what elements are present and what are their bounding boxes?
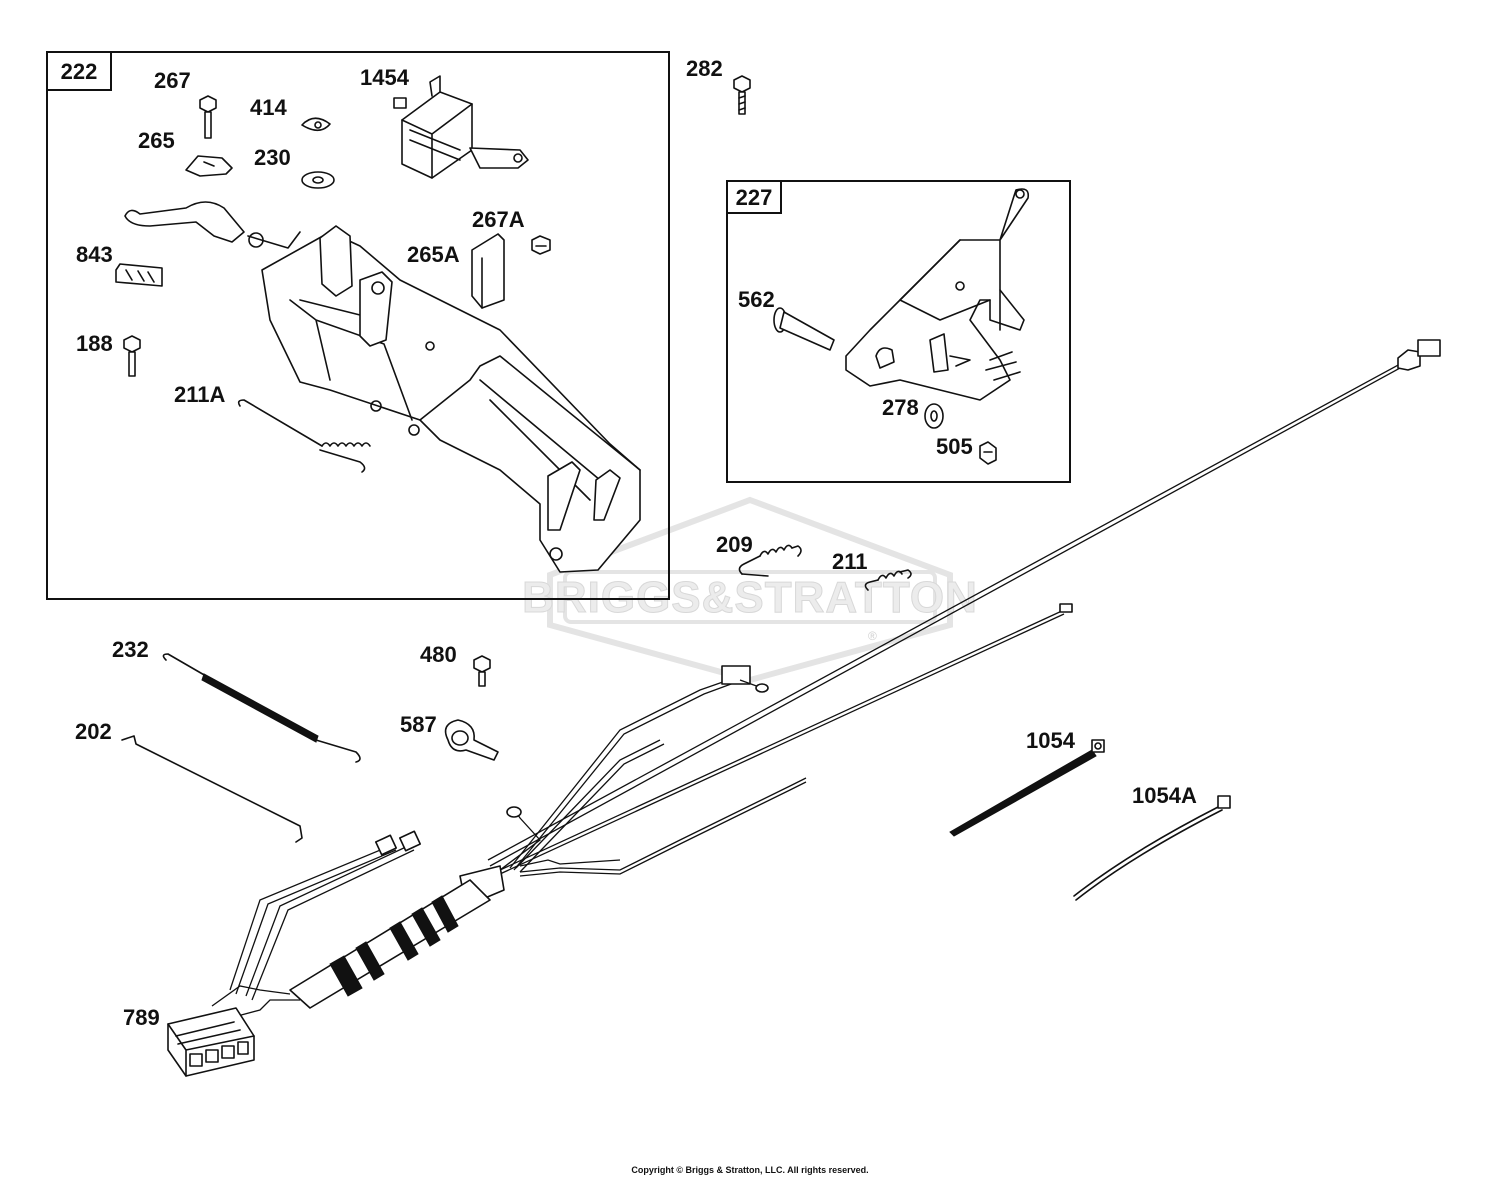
- part-188-bolt: [123, 335, 141, 377]
- callout-414: 414: [250, 95, 287, 120]
- part-414-clip: [301, 117, 331, 132]
- callout-202: 202: [75, 719, 112, 744]
- callout-265A: 265A: [407, 242, 460, 267]
- watermark-registered: ®: [868, 629, 877, 643]
- callout-230: 230: [254, 145, 291, 170]
- part-267A-nut: [531, 235, 551, 255]
- callout-265: 265: [138, 128, 175, 153]
- part-202-rod: [121, 735, 303, 843]
- part-211-spring: [864, 569, 912, 591]
- part-1454-switch: [393, 75, 529, 179]
- callout-211: 211: [832, 549, 868, 574]
- part-265-bracket: [185, 155, 233, 177]
- callout-587: 587: [400, 712, 437, 737]
- callout-278: 278: [882, 395, 919, 420]
- part-211A-spring: [237, 399, 371, 473]
- part-232-spring: [162, 653, 361, 763]
- part-209-spring: [738, 544, 802, 577]
- callout-232: 232: [112, 637, 149, 662]
- part-265A-bracket: [471, 233, 505, 309]
- callout-1054A: 1054A: [1132, 783, 1197, 808]
- watermark-text: BRIGGS&STRATTON: [522, 573, 978, 622]
- callout-505: 505: [936, 434, 973, 459]
- callout-209: 209: [716, 532, 753, 557]
- callout-1454: 1454: [360, 65, 410, 90]
- copyright-notice: Copyright © Briggs & Stratton, LLC. All …: [631, 1165, 869, 1175]
- box-label-222: 222: [61, 59, 98, 84]
- callout-labels: 267 414 1454 265 230 267A 843 265A 188 2…: [75, 56, 1197, 1030]
- callout-211A: 211A: [174, 382, 225, 407]
- part-267-bolt: [199, 95, 217, 139]
- callout-562: 562: [738, 287, 775, 312]
- callout-188: 188: [76, 331, 113, 356]
- part-278-washer: [924, 403, 944, 429]
- assembly-box-227: 227: [726, 180, 1071, 483]
- callout-267A: 267A: [472, 207, 525, 232]
- box-label-227: 227: [736, 185, 773, 210]
- callout-789: 789: [123, 1005, 160, 1030]
- assembly-box-222: 222: [46, 51, 670, 600]
- part-789-wiring-harness: [167, 339, 1441, 1077]
- callout-282: 282: [686, 56, 723, 81]
- callout-843: 843: [76, 242, 113, 267]
- part-control-bracket: [124, 201, 641, 573]
- part-505-nut: [979, 441, 997, 465]
- part-562-pin: [773, 307, 835, 351]
- part-282-bolt: [733, 75, 751, 115]
- part-227-throttle-lever: [845, 188, 1030, 401]
- part-587-clamp: [444, 719, 499, 761]
- part-1054-cable-tie: [949, 739, 1105, 837]
- part-1054A-cable-tie: [1073, 795, 1231, 901]
- part-480-screw: [473, 655, 491, 687]
- callout-480: 480: [420, 642, 457, 667]
- callout-267: 267: [154, 68, 191, 93]
- briggs-stratton-watermark: BRIGGS&STRATTON ®: [522, 496, 978, 684]
- part-230-washer: [301, 171, 335, 189]
- callout-1054: 1054: [1026, 728, 1076, 753]
- part-843-label: [115, 263, 163, 287]
